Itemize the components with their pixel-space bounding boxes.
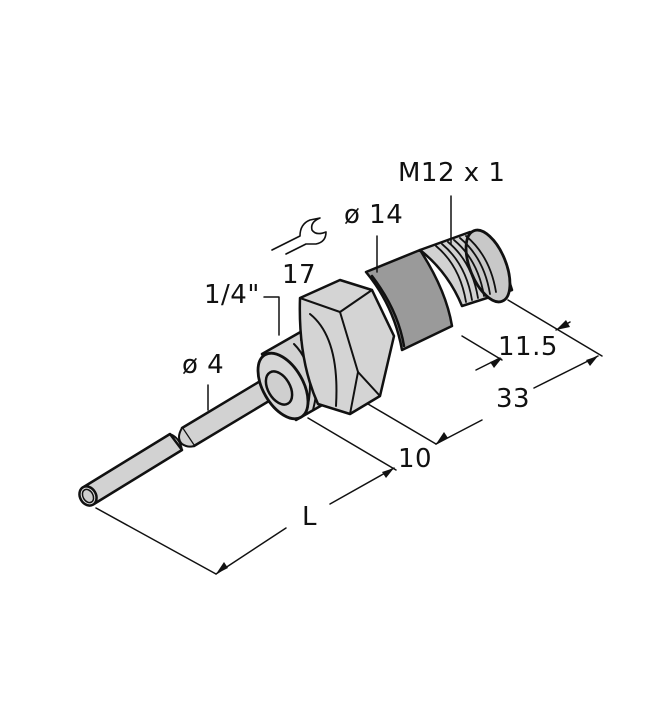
probe-tube-upper bbox=[178, 372, 286, 448]
label-connector-thread: M12 x 1 bbox=[398, 158, 506, 188]
label-connector-length: 11.5 bbox=[498, 332, 558, 362]
label-wrench-size: 17 bbox=[282, 260, 317, 290]
label-probe-diameter: ø 4 bbox=[182, 350, 225, 380]
hex-nut bbox=[298, 278, 396, 416]
connector-thread bbox=[418, 228, 514, 308]
label-thread-length: 10 bbox=[398, 444, 433, 474]
probe-tube-lower bbox=[78, 432, 184, 507]
leader-lines bbox=[207, 195, 452, 411]
sleeve bbox=[364, 248, 454, 352]
leader-quarter-inch bbox=[263, 296, 280, 336]
dimension-arrows bbox=[216, 320, 598, 574]
wrench-icon bbox=[271, 217, 327, 255]
label-body-length: 33 bbox=[496, 384, 531, 414]
label-sleeve-diameter: ø 14 bbox=[344, 200, 404, 230]
label-process-thread: 1/4" bbox=[204, 280, 260, 310]
label-probe-length: L bbox=[302, 502, 317, 532]
